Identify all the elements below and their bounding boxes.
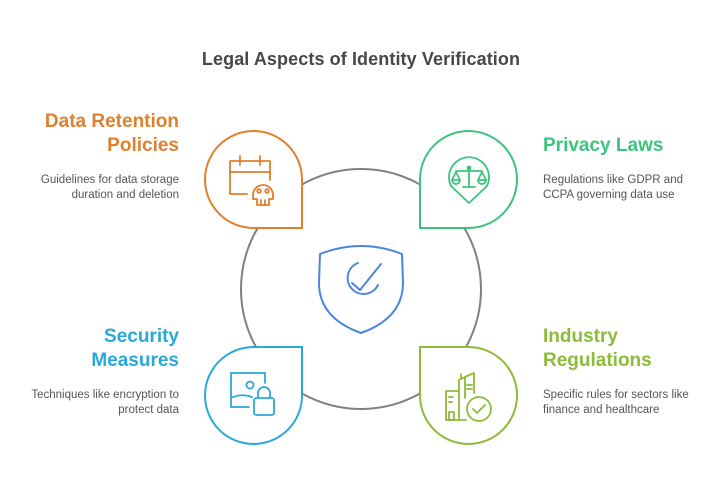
data-retention-title: Data Retention Policies (20, 110, 179, 158)
scales-pin-icon (448, 156, 490, 204)
security-measures-title: Security Measures (20, 325, 179, 373)
diagram-title: Legal Aspects of Identity Verification (201, 49, 521, 69)
data-retention-desc-line1: Guidelines for data storage (40, 174, 179, 186)
security-measures-desc-line1: Techniques like encryption to (31, 389, 179, 401)
shield-check-icon (318, 245, 404, 334)
image-lock-icon (230, 372, 275, 416)
privacy-laws-node (419, 130, 518, 229)
data-retention-node (204, 130, 303, 229)
industry-regulations-desc-line2: finance and healthcare (543, 404, 660, 416)
privacy-laws-desc-line1: Regulations like GDPR and (543, 174, 683, 186)
security-measures-title-line1: Security (104, 326, 179, 347)
security-measures-node (204, 346, 303, 445)
security-measures-title-line2: Measures (91, 350, 179, 371)
security-measures-description: Techniques like encryption to protect da… (10, 388, 179, 418)
privacy-laws-description: Regulations like GDPR and CCPA governing… (543, 173, 713, 203)
central-ring (240, 168, 482, 410)
industry-regulations-title: Industry Regulations (543, 325, 713, 373)
privacy-laws-title: Privacy Laws (543, 134, 713, 158)
data-retention-desc-line2: duration and deletion (71, 189, 179, 201)
data-retention-title-line1: Data Retention (44, 111, 179, 132)
security-measures-desc-line2: protect data (118, 404, 179, 416)
industry-regulations-title-line1: Industry (543, 326, 618, 347)
data-retention-description: Guidelines for data storage duration and… (10, 173, 179, 203)
privacy-laws-desc-line2: CCPA governing data use (543, 189, 675, 201)
industry-regulations-title-line2: Regulations (543, 350, 652, 371)
building-check-icon (445, 372, 492, 422)
industry-regulations-node (419, 346, 518, 445)
data-retention-title-line2: Policies (107, 135, 179, 156)
calendar-skull-icon (229, 155, 274, 206)
industry-regulations-desc-line1: Specific rules for sectors like (543, 389, 689, 401)
privacy-laws-title-line1: Privacy Laws (543, 135, 664, 156)
industry-regulations-description: Specific rules for sectors like finance … (543, 388, 713, 418)
